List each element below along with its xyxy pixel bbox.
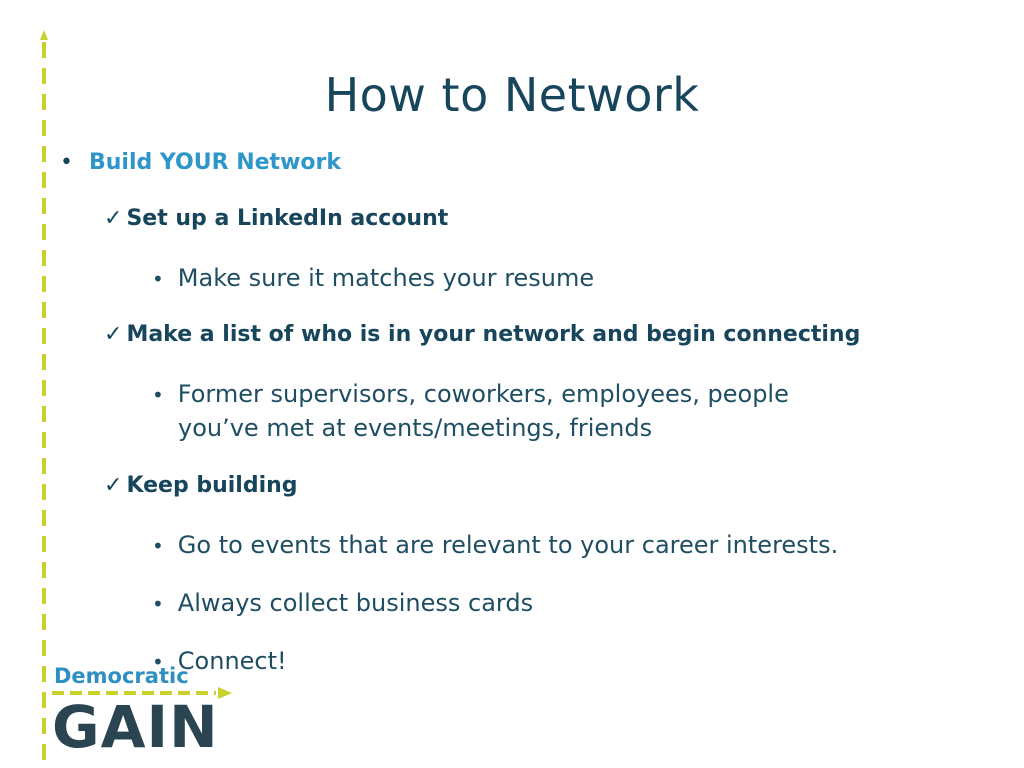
up-arrow-icon (40, 30, 48, 768)
sub-bullet: • Connect! (152, 647, 287, 675)
logo-gain-text: GAIN (52, 693, 219, 761)
right-arrow-icon (52, 687, 232, 699)
sub-bullet-continuation: you’ve met at events/meetings, friends (178, 414, 653, 442)
check-item: ✓Set up a LinkedIn account (104, 206, 448, 231)
bullet-icon: • (152, 383, 164, 407)
sub-bullet-text: Former supervisors, coworkers, employees… (177, 380, 789, 408)
bullet-icon: • (152, 267, 164, 291)
bullet-icon: • (152, 650, 164, 674)
heading-text: Build YOUR Network (88, 150, 341, 175)
sub-bullet-text: Make sure it matches your resume (177, 264, 595, 292)
sub-bullet: • Go to events that are relevant to your … (152, 531, 838, 559)
check-icon: ✓ (104, 473, 123, 498)
check-item-text: Keep building (126, 473, 298, 498)
sub-bullet-text: Connect! (177, 647, 287, 675)
main-bullet: • Build YOUR Network (60, 150, 341, 175)
logo-democratic-text: Democratic (54, 664, 189, 688)
sub-bullet: • Always collect business cards (152, 589, 533, 617)
check-item: ✓Keep building (104, 473, 298, 498)
democratic-gain-logo: Democratic GAIN (52, 664, 232, 768)
bullet-icon: • (152, 534, 164, 558)
check-icon: ✓ (104, 206, 123, 231)
check-icon: ✓ (104, 322, 123, 347)
bullet-icon: • (60, 150, 73, 175)
check-item-text: Set up a LinkedIn account (126, 206, 449, 231)
check-item: ✓Make a list of who is in your network a… (104, 322, 860, 347)
sub-bullet-text: Go to events that are relevant to your c… (177, 531, 839, 559)
sub-bullet: • Make sure it matches your resume (152, 264, 594, 292)
check-item-text: Make a list of who is in your network an… (126, 322, 861, 347)
sub-bullet: • Former supervisors, coworkers, employee… (152, 380, 789, 408)
sub-bullet-text: Always collect business cards (177, 589, 534, 617)
slide-title: How to Network (324, 68, 700, 122)
bullet-icon: • (152, 592, 164, 616)
